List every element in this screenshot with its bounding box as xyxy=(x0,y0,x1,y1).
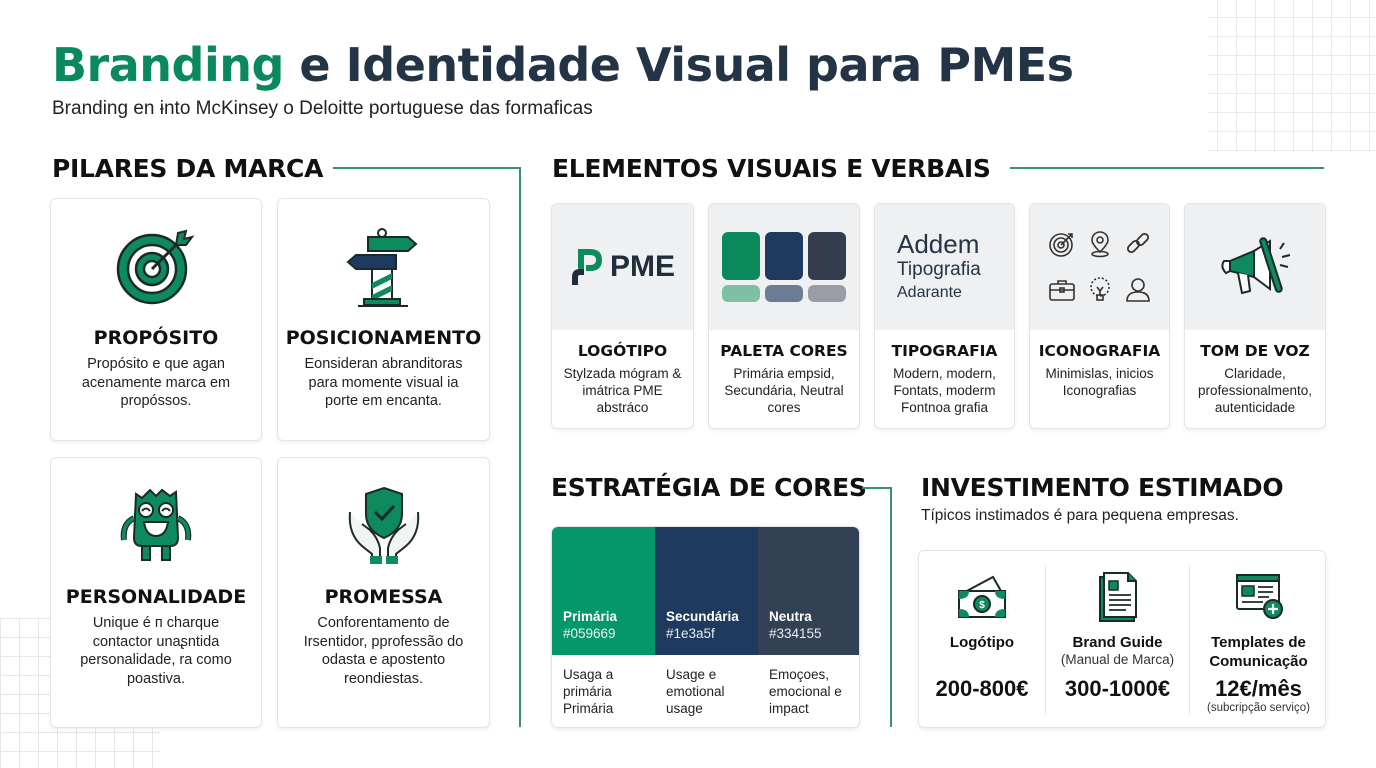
elements-heading: ELEMENTOS VISUAIS E VERBAIS xyxy=(552,154,991,183)
shield-hands-icon xyxy=(278,484,489,568)
typo-sample-line: Tipografia xyxy=(897,259,981,280)
element-card-paleta: PALETA CORES Primária empsid, Secundária… xyxy=(708,203,860,429)
signpost-icon xyxy=(278,225,489,309)
element-title: LOGÓTIPO xyxy=(577,342,668,360)
element-desc: Primária empsid, Secundária, Neutral cor… xyxy=(724,366,844,415)
investment-heading: INVESTIMENTO ESTIMADO xyxy=(921,473,1284,502)
lightbulb-icon xyxy=(1089,277,1110,301)
pillar-desc: Eonsideran abranditoras para momente vis… xyxy=(304,356,463,409)
investment-label: Templates de Comunicação xyxy=(1209,634,1308,670)
document-icon xyxy=(1046,571,1189,625)
swatch-usage: Usage e emotional usage xyxy=(666,667,725,716)
swatch-hex: #1e3a5f xyxy=(666,626,715,641)
investment-note: (subcripção serviço) xyxy=(1207,702,1310,714)
swatch-primary-light xyxy=(722,285,760,302)
monster-mascot-icon xyxy=(51,484,261,568)
investment-label: Logótipo xyxy=(949,634,1015,651)
swatch-neutral-light xyxy=(808,285,846,302)
investment-price: 200-800€ xyxy=(935,676,1029,701)
element-card-tipografia: Addem Tipografia Adarante TIPOGRAFIA Mod… xyxy=(874,203,1015,429)
swatch-column-neutral: Neutra #334155 Emoçoes, emocional e impa… xyxy=(758,527,859,727)
typography-sample: Addem Tipografia Adarante xyxy=(897,230,981,304)
swatch-neutral xyxy=(808,232,846,280)
pillar-card-personalidade: PERSONALIDADE Unique é п charque contact… xyxy=(50,457,262,728)
investment-price: 12€/mês xyxy=(1215,676,1302,701)
user-icon xyxy=(1125,278,1150,302)
investment-label: Brand Guide xyxy=(1072,634,1163,651)
pillar-desc: Propósito e que agan acenamente marca em… xyxy=(81,356,231,409)
divider-line xyxy=(333,167,521,169)
divider-line xyxy=(862,487,892,489)
pillar-desc: Conforentamento de Irsentidor, pprofessã… xyxy=(303,615,464,687)
logo-text: PME xyxy=(609,250,675,283)
svg-text:$: $ xyxy=(979,600,985,611)
page-title: Branding e Identidade Visual para PMEs xyxy=(52,38,1074,92)
element-title: ICONOGRAFIA xyxy=(1038,342,1161,360)
investment-subtitle: Típicos instimados é para pequena empres… xyxy=(921,507,1239,524)
element-desc: Minimislas, inicios Iconografias xyxy=(1045,366,1154,398)
swatch-hex: #059669 xyxy=(563,626,616,641)
swatch-usage: Emoçoes, emocional e impact xyxy=(769,667,842,716)
pillar-title: PROMESSA xyxy=(324,586,443,608)
color-palette xyxy=(722,232,846,302)
element-card-iconografia: ICONOGRAFIA Minimislas, inicios Iconogra… xyxy=(1029,203,1170,429)
investment-item-logotipo: $ Logótipo 200-800€ xyxy=(919,551,1045,729)
swatch-name: Neutra xyxy=(769,609,812,624)
title-rest: e Identidade Visual para PMEs xyxy=(283,38,1074,92)
investment-label-secondary: (Manual de Marca) xyxy=(1060,652,1175,667)
investment-price: 300-1000€ xyxy=(1064,676,1171,701)
pillar-desc: Unique é п charque contactor unaʂntida p… xyxy=(80,615,232,687)
swatch-name: Primária xyxy=(563,609,618,624)
swatch-usage: Usaga a primária Primária xyxy=(563,667,614,716)
swatch-primary xyxy=(722,232,760,280)
pillar-card-posicionamento: POSICIONAMENTO Eonsideran abranditoras p… xyxy=(277,198,490,441)
element-title: TIPOGRAFIA xyxy=(891,342,998,360)
swatch-secondary-light xyxy=(765,285,803,302)
title-accent: Branding xyxy=(52,38,284,92)
page-subtitle: Branding en ɨnto McKinsey o Deloitte por… xyxy=(52,98,593,119)
target-icon xyxy=(1048,233,1073,257)
strategy-heading: ESTRATÉGIA DE CORES xyxy=(551,473,867,502)
divider-line-vertical xyxy=(519,167,521,727)
element-card-logotipo: PME LOGÓTIPO Stylzada mógram & imátrica … xyxy=(551,203,694,429)
map-pin-icon xyxy=(1090,231,1109,258)
swatch-column-primary: Primária #059669 Usaga a primária Primár… xyxy=(552,527,655,727)
logo-mark-icon xyxy=(571,249,602,285)
pillar-card-promessa: PROMESSA Conforentamento de Irsentidor, … xyxy=(277,457,490,728)
icon-set xyxy=(1048,230,1152,304)
typo-sample-line: Addem xyxy=(897,229,980,259)
pillar-title: PERSONALIDADE xyxy=(65,586,247,608)
element-desc: Modern, modern, Fontats, moderm Fontnoa … xyxy=(893,366,996,415)
element-title: TOM DE VOZ xyxy=(1200,342,1310,360)
element-card-tom-de-voz: TOM DE VOZ Claridade, professionalmento,… xyxy=(1184,203,1326,429)
color-strategy-table: Primária #059669 Usaga a primária Primár… xyxy=(551,526,860,728)
separator xyxy=(1045,565,1046,715)
typo-sample-line: Adarante xyxy=(897,284,962,301)
investment-item-brand-guide: Brand Guide (Manual de Marca) 300-1000€ xyxy=(1046,551,1189,729)
element-title: PALETA CORES xyxy=(720,342,848,360)
pillars-heading: PILARES DA MARCA xyxy=(52,154,324,183)
investment-card: $ Logótipo 200-800€ Brand Guide (Manual … xyxy=(918,550,1326,728)
swatch-secondary xyxy=(765,232,803,280)
link-icon xyxy=(1126,232,1149,254)
template-add-icon xyxy=(1190,571,1327,625)
megaphone-icon xyxy=(1221,237,1291,295)
pillar-title: POSICIONAMENTO xyxy=(285,327,482,349)
decorative-grid-top-right xyxy=(1208,0,1376,152)
pillar-title: PROPÓSITO xyxy=(93,327,219,349)
target-icon xyxy=(51,225,261,309)
swatch-name: Secundária xyxy=(666,609,739,624)
element-desc: Stylzada mógram & imátrica PME abstráco xyxy=(563,366,682,415)
investment-item-templates: Templates de Comunicação 12€/mês (subcri… xyxy=(1190,551,1327,729)
element-desc: Claridade, professionalmento, autenticid… xyxy=(1197,366,1313,415)
pillar-card-proposito: PROPÓSITO Propósito e que agan acenament… xyxy=(50,198,262,441)
pme-logo: PME xyxy=(570,247,675,287)
swatch-column-secondary: Secundária #1e3a5f Usage e emotional usa… xyxy=(655,527,758,727)
money-icon: $ xyxy=(919,571,1045,625)
divider-line xyxy=(1010,167,1324,169)
briefcase-icon xyxy=(1048,280,1075,301)
separator xyxy=(1189,565,1190,715)
swatch-hex: #334155 xyxy=(769,626,822,641)
divider-line-vertical xyxy=(890,487,892,727)
